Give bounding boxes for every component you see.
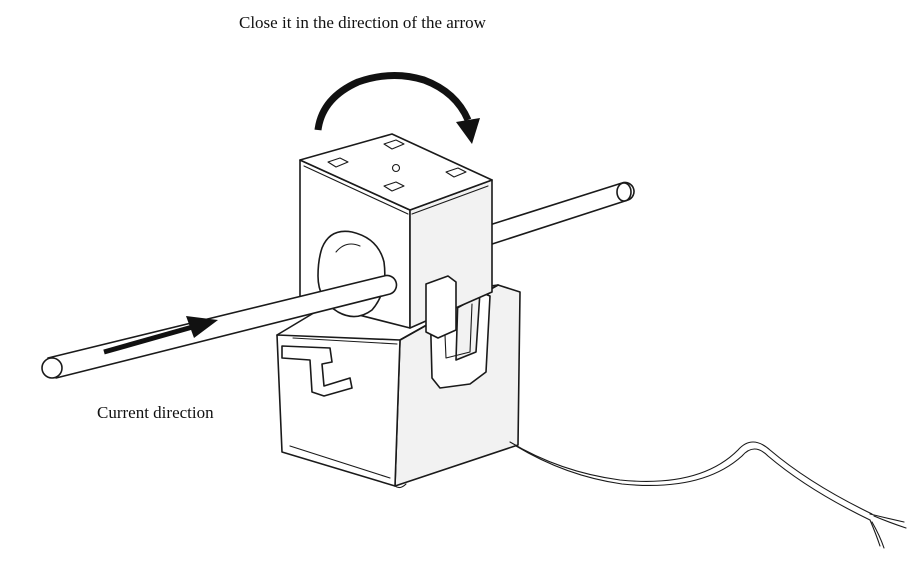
closing-arrow-icon [314,71,480,144]
conductor-rod-front [41,274,398,379]
current-direction-arrow-icon [103,316,218,355]
current-direction-caption: Current direction [97,403,214,422]
close-instruction-caption: Close it in the direction of the arrow [239,13,486,32]
conductor-rod-back [479,181,635,247]
sensor-cable [509,441,907,549]
